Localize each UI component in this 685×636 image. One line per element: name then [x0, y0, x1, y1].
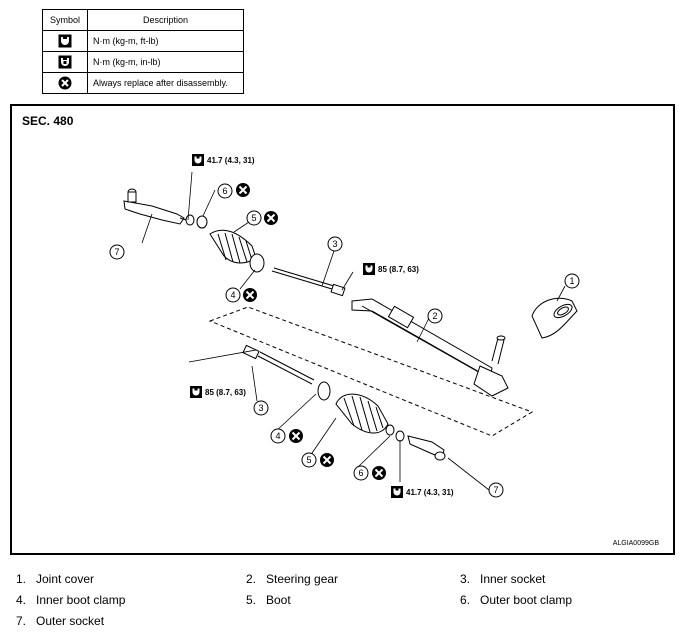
replace-x-icon [263, 210, 279, 226]
legend-item: 3.Inner socket [459, 572, 546, 586]
steering-gear [351, 298, 509, 397]
torque-upper-right: 85 (8.7, 63) [378, 265, 419, 274]
callout-7-lower [488, 482, 504, 498]
replace-x-icon [319, 452, 335, 468]
callout-5-lower [301, 452, 317, 468]
symbol-description: Always replace after disassembly. [87, 72, 244, 94]
callout-6-upper-label: 6 [222, 186, 227, 196]
description-header: Description [87, 9, 244, 31]
symbol-row: N·m (kg-m, in-lb) [42, 51, 244, 73]
callout-5-upper-label: 5 [251, 213, 256, 223]
callout-2 [427, 308, 443, 324]
outer-socket-lower [407, 435, 446, 461]
torque-wrench-small-icon [58, 55, 72, 69]
boot-lower [335, 393, 389, 434]
callout-2-label: 2 [432, 311, 437, 321]
callout-5-lower-label: 5 [306, 455, 311, 465]
section-label: SEC. 480 [22, 114, 74, 128]
symbol-row: Always replace after disassembly. [42, 72, 244, 94]
boot-upper [209, 229, 257, 264]
legend-item: 6.Outer boot clamp [459, 593, 573, 607]
joint-cover [531, 297, 578, 339]
callout-6-lower [353, 465, 369, 481]
inner-boot-clamp-lower [317, 381, 331, 401]
replace-x-icon [242, 287, 258, 303]
torque-wrench-icon [58, 34, 72, 48]
symbol-row: N·m (kg-m, ft-lb) [42, 30, 244, 52]
inner-boot-clamp-upper [249, 253, 265, 273]
callout-1-label: 1 [569, 276, 574, 286]
inner-socket-upper [271, 267, 346, 297]
callout-5-upper [246, 210, 262, 226]
callout-7-lower-label: 7 [493, 485, 498, 495]
callout-4-lower [270, 428, 286, 444]
callout-6-upper [217, 183, 233, 199]
symbol-table: Symbol Description N·m (kg-m, ft-lb) N·m… [42, 9, 244, 94]
symbol-description: N·m (kg-m, in-lb) [87, 51, 244, 73]
symbol-header: Symbol [42, 9, 88, 31]
legend-item: 4.Inner boot clamp [15, 593, 126, 607]
legend-item: 1.Joint cover [15, 572, 95, 586]
replace-x-icon [288, 428, 304, 444]
torque-lower-left: 85 (8.7, 63) [205, 388, 246, 397]
exploded-view-diagram: 7 6 5 4 3 2 1 3 4 5 6 7 [109, 154, 580, 498]
diagram-frame: SEC. 480 ALGIA0099GB [10, 104, 675, 555]
outer-boot-clamp-upper-2 [185, 214, 195, 226]
replace-x-icon [235, 182, 251, 198]
callout-3-upper [327, 236, 343, 252]
torque-wrench-icon [190, 386, 202, 398]
figure-id: ALGIA0099GB [612, 540, 659, 547]
callout-7-upper [109, 244, 125, 260]
torque-wrench-icon [391, 486, 403, 498]
legend-item: 2.Steering gear [245, 572, 339, 586]
torque-upper-left: 41.7 (4.3, 31) [207, 156, 255, 165]
torque-lower-right: 41.7 (4.3, 31) [406, 488, 454, 497]
callout-4-upper [225, 287, 241, 303]
callout-4-lower-label: 4 [275, 431, 280, 441]
legend-item: 5.Boot [245, 593, 291, 607]
callout-6-lower-label: 6 [358, 468, 363, 478]
outer-socket-upper [123, 188, 193, 225]
callout-7-upper-label: 7 [114, 247, 119, 257]
assembly-outline [208, 306, 534, 437]
outer-boot-clamp-lower-2 [395, 430, 405, 442]
legend-item: 7.Outer socket [15, 614, 105, 628]
torque-wrench-icon [363, 263, 375, 275]
callout-3-lower [253, 400, 269, 416]
outer-boot-clamp-upper [196, 215, 208, 229]
inner-socket-lower [242, 344, 315, 385]
callout-4-upper-label: 4 [230, 290, 235, 300]
replace-x-icon [58, 76, 72, 90]
callout-3-upper-label: 3 [332, 239, 337, 249]
outer-boot-clamp-lower [385, 424, 395, 436]
replace-x-icon [371, 465, 387, 481]
symbol-table-header: Symbol Description [42, 9, 244, 31]
torque-wrench-icon [192, 154, 204, 166]
callout-1 [564, 273, 580, 289]
symbol-description: N·m (kg-m, ft-lb) [87, 30, 244, 52]
callout-3-lower-label: 3 [258, 403, 263, 413]
